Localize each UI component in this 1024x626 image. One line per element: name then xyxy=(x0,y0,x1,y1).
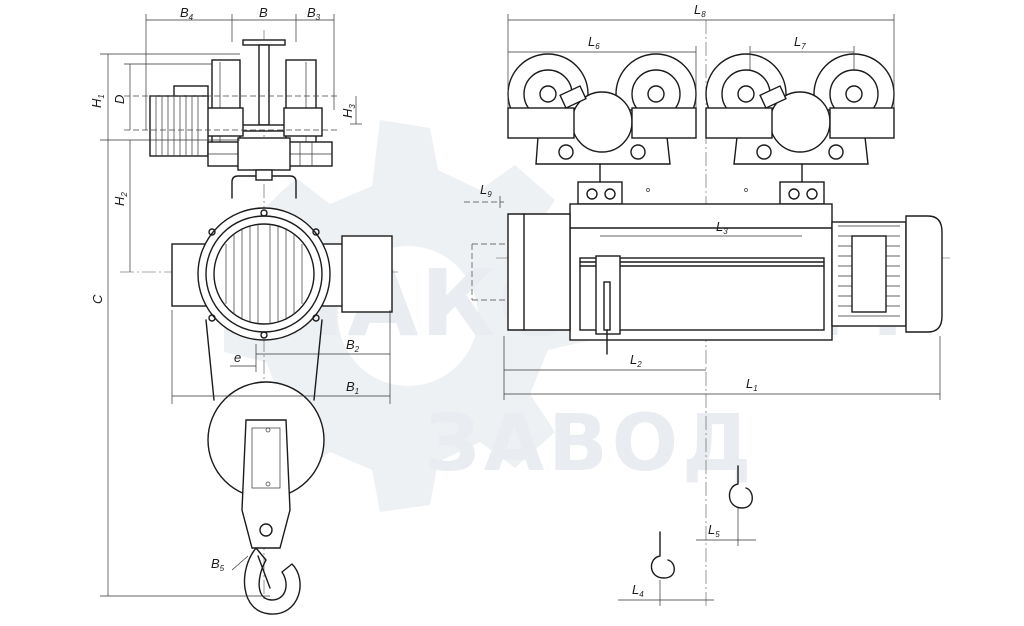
dim-l1: L1 xyxy=(746,376,758,393)
dim-b1: B1 xyxy=(346,379,359,396)
dim-l2: L2 xyxy=(630,352,642,369)
trolley-unit-left xyxy=(507,53,697,165)
dim-b3: B3 xyxy=(307,5,321,22)
hook-position-l4 xyxy=(650,531,675,579)
dim-l8: L8 xyxy=(694,2,706,19)
rail-beam xyxy=(239,39,289,132)
dim-h3: H3 xyxy=(340,104,357,118)
front-view xyxy=(464,14,950,608)
trolley-unit-right xyxy=(705,53,895,165)
watermark-line2: ЗАВОД xyxy=(424,399,755,489)
travel-motor xyxy=(149,85,209,157)
dim-h2: H2 xyxy=(112,192,129,206)
dim-l6: L6 xyxy=(588,34,600,51)
dim-b: B xyxy=(259,5,268,20)
dim-c: C xyxy=(90,294,105,304)
side-view xyxy=(100,14,400,615)
dim-l4: L4 xyxy=(632,582,644,599)
dim-b4: B4 xyxy=(180,5,194,22)
dim-h1: H1 xyxy=(89,94,106,108)
dim-b5: B5 xyxy=(211,556,225,573)
hook-icon xyxy=(243,547,301,615)
hook-position-l5 xyxy=(728,465,753,509)
dim-d: D xyxy=(112,95,127,104)
drum-ribs xyxy=(225,224,303,324)
dim-l3: L3 xyxy=(716,219,728,236)
dim-l9: L9 xyxy=(480,182,492,199)
dim-b2: B2 xyxy=(346,337,360,354)
dim-e: e xyxy=(234,350,241,365)
hoist-motor xyxy=(831,215,943,333)
dimension-labels: B4 B B3 H1 D H3 H2 C e B2 B1 B5 L8 L6 L7… xyxy=(89,2,806,599)
dim-l7: L7 xyxy=(794,34,806,51)
dim-l5: L5 xyxy=(708,522,720,539)
hook-block xyxy=(207,381,325,549)
